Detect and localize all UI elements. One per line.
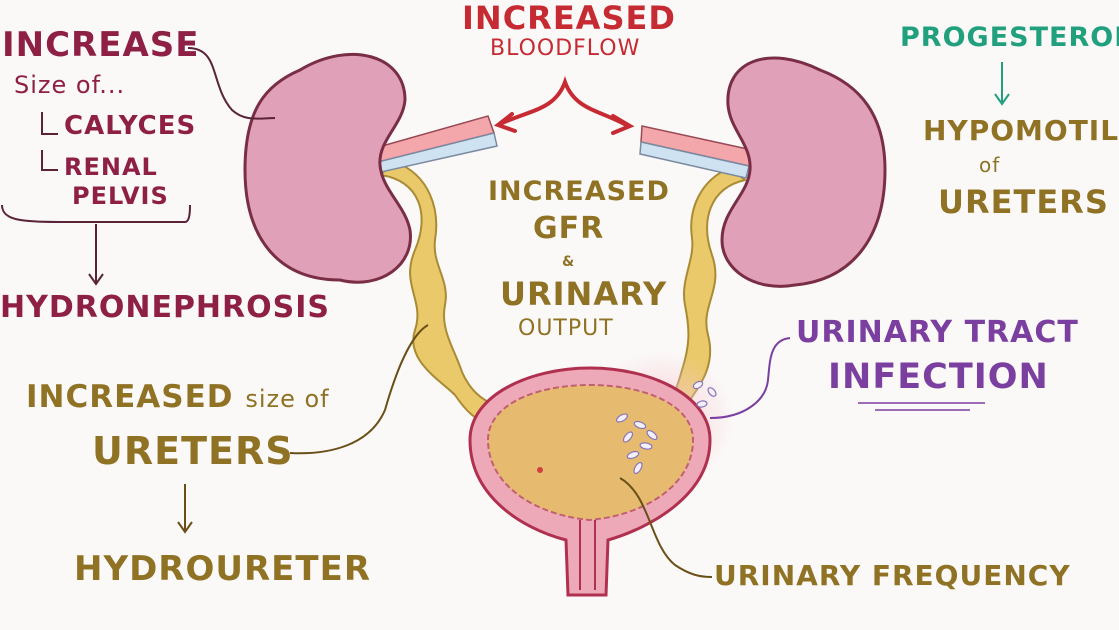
label-output: Output (518, 316, 614, 341)
bloodflow-arrow (498, 76, 630, 128)
label-progesterone: Progesterone (900, 22, 1119, 53)
urethra (579, 520, 596, 590)
bloodflow-arrowhead-left (493, 112, 517, 133)
label-center-increased: Increased (488, 176, 670, 207)
label-renal: Renal (64, 153, 158, 181)
label-size-of-light: size of (245, 385, 330, 413)
arrow-to-hydronephrosis (88, 224, 104, 286)
bracket-calyces-pelvis (1, 204, 191, 223)
leader-increase-to-kidney (187, 47, 276, 120)
label-of: of (979, 153, 1001, 177)
label-urinary: Urinary (500, 275, 668, 313)
label-ureters-left: Ureters (92, 429, 294, 473)
label-size-of: Size of... (14, 71, 126, 99)
left-ureter (377, 160, 507, 427)
label-urinary-frequency: Urinary Frequency (714, 559, 1071, 592)
label-increased-strong: Increased (26, 379, 234, 415)
tree-line-renal (41, 150, 58, 171)
right-kidney (720, 56, 887, 288)
label-increased-size-of: Increased size of (26, 382, 330, 413)
bladder-lumen (486, 383, 695, 522)
leader-uti (709, 337, 791, 419)
bloodflow-arrowhead-right (611, 114, 635, 135)
label-infection: Infection (828, 357, 1049, 397)
title-increased: Increased (462, 0, 676, 37)
subtitle-bloodflow: Bloodflow (490, 36, 641, 61)
arrow-to-hydroureter (177, 484, 193, 534)
label-hydronephrosis: Hydronephrosis (0, 290, 331, 325)
leader-frequency (619, 477, 713, 578)
label-hydroureter: Hydroureter (74, 549, 371, 589)
bacteria-cluster (615, 380, 717, 475)
label-increase: Increase (2, 25, 200, 65)
uti-underline (858, 402, 985, 411)
label-pelvis: Pelvis (72, 182, 169, 210)
tree-line-calyces (41, 112, 58, 135)
right-renal-vein (639, 141, 750, 179)
label-gfr: GFR (533, 211, 605, 246)
label-urinary-tract: Urinary Tract (796, 315, 1079, 350)
left-kidney (243, 53, 412, 284)
leader-ureters-to-ureter (289, 324, 429, 455)
label-hypomotility: Hypomotility (923, 114, 1119, 147)
arrow-progesterone (994, 62, 1010, 106)
label-calyces: Calyces (64, 111, 197, 141)
bladder-speck (537, 467, 543, 473)
label-ampersand: & (562, 254, 576, 270)
label-ureters-right: Ureters (938, 183, 1109, 221)
